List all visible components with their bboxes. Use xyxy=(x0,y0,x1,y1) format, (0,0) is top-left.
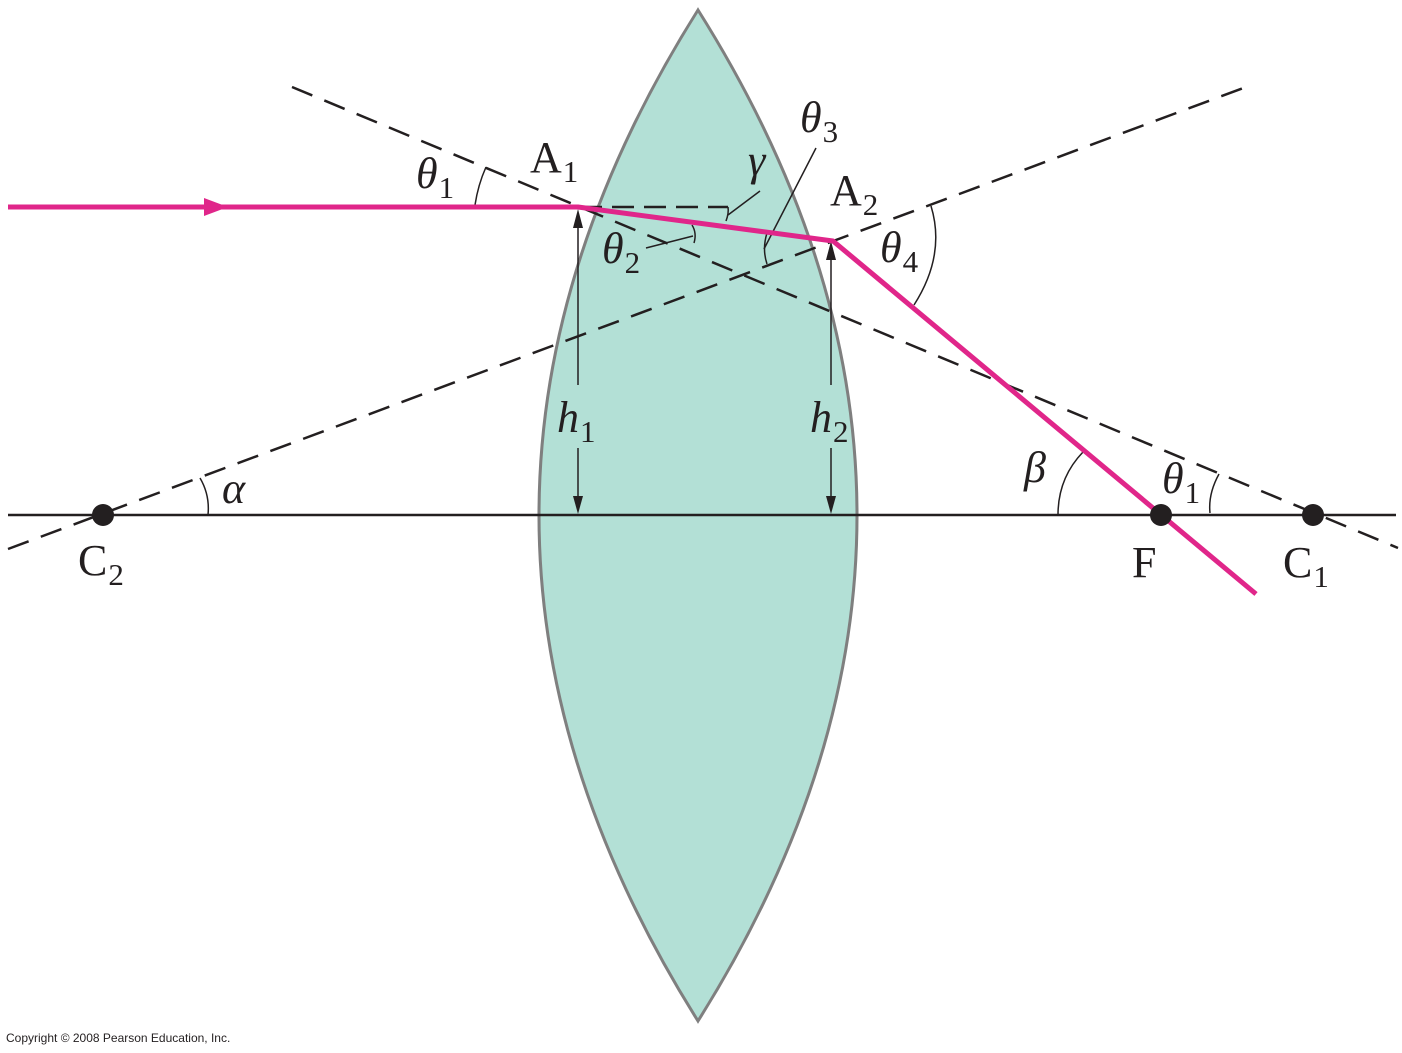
label-h2: h2 xyxy=(810,393,849,449)
label-c2: C2 xyxy=(78,536,124,592)
label-f: F xyxy=(1132,538,1156,587)
label-theta1-left: θ1 xyxy=(416,149,454,205)
label-beta: β xyxy=(1023,443,1046,492)
arrowhead-h1-down xyxy=(573,496,583,514)
normal-line-c1 xyxy=(291,85,1399,550)
label-a2: A2 xyxy=(830,166,878,222)
label-gamma: γ xyxy=(748,136,767,185)
arrowhead-h1-up xyxy=(573,209,583,228)
label-theta1-right: θ1 xyxy=(1162,454,1200,510)
arc-beta xyxy=(1057,451,1084,516)
label-h1: h1 xyxy=(557,393,596,449)
point-c1 xyxy=(1302,504,1324,526)
arc-theta4 xyxy=(913,205,937,306)
label-alpha: α xyxy=(222,464,246,513)
light-ray xyxy=(8,204,1258,596)
point-c2 xyxy=(92,504,114,526)
arc-theta1-right xyxy=(1208,473,1220,514)
arc-theta1-left xyxy=(474,166,487,206)
label-a1: A1 xyxy=(530,133,578,189)
ray-direction-arrow xyxy=(204,198,228,216)
label-theta2: θ2 xyxy=(602,224,640,280)
leader-theta2 xyxy=(645,235,694,249)
label-theta4: θ4 xyxy=(880,223,919,279)
arrowhead-h2-down xyxy=(826,496,836,514)
arc-alpha xyxy=(199,477,210,516)
label-theta3: θ3 xyxy=(800,93,838,149)
arrowhead-h2-up xyxy=(826,241,836,260)
normal-line-c2 xyxy=(7,85,1247,551)
point-f xyxy=(1150,504,1172,526)
label-c1: C1 xyxy=(1283,538,1329,594)
copyright-notice: Copyright © 2008 Pearson Education, Inc. xyxy=(6,1031,231,1045)
arc-theta2 xyxy=(691,224,696,244)
leader-gamma xyxy=(727,190,761,216)
arc-gamma xyxy=(725,206,729,222)
